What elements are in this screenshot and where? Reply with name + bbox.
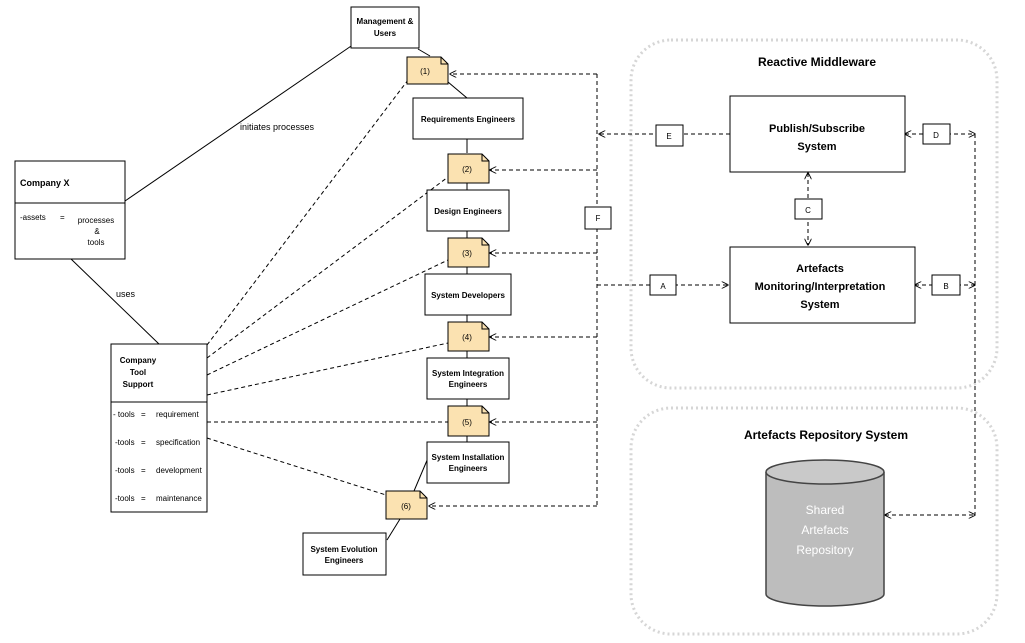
company-x-title: Company X [20,178,70,188]
tools-key-3: -tools [115,466,135,475]
evolution-label-1: System Evolution [310,545,377,554]
note-1: (1) [406,56,449,85]
role-system-installation-engineers: System Installation Engineers [426,441,510,484]
role-system-developers: System Developers [424,273,512,316]
management-label-2: Users [374,29,397,38]
connector-a: A [649,274,677,296]
company-tool-support-class: Company Tool Support - tools = requireme… [110,343,208,513]
publish-subscribe-system: Publish/Subscribe System [729,95,906,173]
monitor-label-1: Artefacts [796,263,844,275]
note-5-label: (5) [462,418,472,427]
requirements-label: Requirements Engineers [421,115,516,124]
developers-label: System Developers [431,291,505,300]
note-4-label: (4) [462,333,472,342]
monitor-label-3: System [800,299,839,311]
tools-key-4: -tools [115,494,135,503]
assets-value-3: tools [88,238,105,247]
repository-label-2: Artefacts [801,523,848,537]
role-system-integration-engineers: System Integration Engineers [426,357,510,400]
note-6: (6) [385,490,428,520]
note-1-label: (1) [420,67,430,76]
note-3-label: (3) [462,249,472,258]
evolution-label-2: Engineers [325,556,364,565]
repository-label-3: Repository [796,543,853,557]
tool-support-title-2: Tool [130,368,146,377]
association-lines [69,41,468,541]
assets-value-1: processes [78,216,114,225]
role-design-engineers: Design Engineers [426,189,510,232]
reactive-middleware-title: Reactive Middleware [758,55,876,69]
note-6-label: (6) [401,502,411,511]
integration-label-1: System Integration [432,369,504,378]
role-management-users: Management & Users [350,6,420,49]
tools-value-2: specification [156,438,200,447]
artefacts-repository-title: Artefacts Repository System [744,428,908,442]
note-2: (2) [447,153,490,184]
tools-value-1: requirement [156,410,199,419]
initiates-label: initiates processes [240,122,315,132]
tool-support-title-3: Support [123,380,154,389]
shared-artefacts-repository: Shared Artefacts Repository [765,459,885,607]
company-x-class: Company X -assets = processes & tools [14,160,126,260]
tools-eq-1: = [141,410,146,419]
tool-dependency-lines [206,79,449,496]
repository-label-1: Shared [806,503,845,517]
installation-label-2: Engineers [449,464,488,473]
connector-a-label: A [660,282,666,291]
connector-f-label: F [596,214,601,223]
connector-d-label: D [933,131,939,140]
assets-key: -assets [20,213,46,222]
connector-b: B [931,274,961,296]
connector-c-label: C [805,206,811,215]
installation-label-1: System Installation [432,453,505,462]
role-system-evolution-engineers: System Evolution Engineers [302,532,387,576]
assets-eq: = [60,213,65,222]
connector-c: C [794,198,823,220]
connector-e-label: E [666,132,671,141]
tools-eq-3: = [141,466,146,475]
note-2-label: (2) [462,165,472,174]
monitor-label-2: Monitoring/Interpretation [755,281,886,293]
tools-key-2: -tools [115,438,135,447]
integration-label-2: Engineers [449,380,488,389]
design-label: Design Engineers [434,207,502,216]
note-5: (5) [447,405,490,437]
tool-support-title-1: Company [120,356,157,365]
tools-value-4: maintenance [156,494,202,503]
management-label-1: Management & [357,17,414,26]
connector-e: E [655,124,684,147]
artefacts-repository-group [629,406,999,636]
note-4: (4) [447,321,490,352]
assets-value-2: & [94,227,100,236]
connector-d: D [922,123,951,145]
pubsub-label-2: System [797,141,836,153]
connector-b-label: B [943,282,948,291]
tools-value-3: development [156,466,203,475]
role-requirements-engineers: Requirements Engineers [412,97,524,140]
uses-label: uses [116,289,136,299]
tools-key-1: - tools [113,410,135,419]
artefacts-monitoring-system: Artefacts Monitoring/Interpretation Syst… [729,246,916,324]
connector-f: F [584,206,612,230]
tools-eq-2: = [141,438,146,447]
tools-eq-4: = [141,494,146,503]
note-3: (3) [447,237,490,268]
pubsub-label-1: Publish/Subscribe [769,123,865,135]
